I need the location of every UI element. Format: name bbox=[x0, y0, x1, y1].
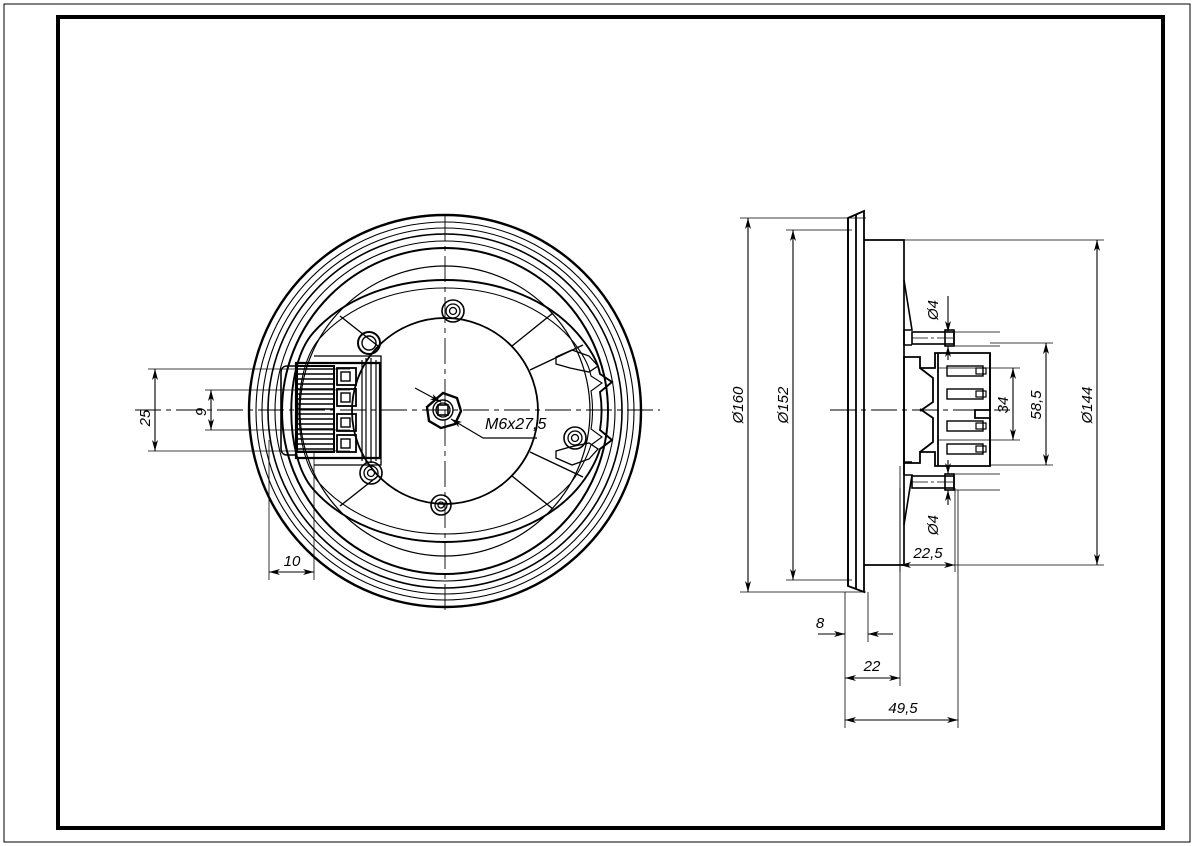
terminal-pads bbox=[336, 367, 357, 453]
dim-dia-144-label: Ø144 bbox=[1079, 387, 1096, 425]
dim-dia-4-bottom-label: Ø4 bbox=[925, 515, 942, 536]
dim-10: 10 bbox=[269, 553, 314, 575]
dim-dia-4-top-label: Ø4 bbox=[925, 300, 942, 321]
lobe-pockets bbox=[555, 349, 599, 466]
terminal-rails bbox=[361, 358, 377, 463]
dim-dia-160: Ø160 bbox=[730, 218, 751, 592]
dim-58-5-label: 58,5 bbox=[1028, 390, 1045, 420]
dim-25: 25 bbox=[137, 369, 158, 451]
dim-25-label: 25 bbox=[137, 409, 154, 427]
hub-plate-outline bbox=[290, 279, 614, 543]
dim-8-label: 8 bbox=[816, 615, 825, 632]
dim-34-label: 34 bbox=[995, 397, 1012, 414]
bolt-boss-lower-center bbox=[430, 494, 452, 516]
bolt-boss-top bbox=[441, 299, 465, 323]
dim-dia-152-label: Ø152 bbox=[775, 386, 792, 424]
dim-9-label: 9 bbox=[193, 407, 210, 416]
bolt-boss-right bbox=[563, 426, 587, 450]
dim-49-5-label: 49,5 bbox=[888, 700, 918, 717]
thread-label: M6x27,5 bbox=[485, 416, 546, 433]
pin-1 bbox=[946, 365, 987, 377]
bolt-bosses bbox=[357, 299, 587, 516]
dim-58-5: 58,5 bbox=[1028, 343, 1049, 465]
connector-body bbox=[903, 352, 991, 467]
front-view-centerlines bbox=[135, 215, 660, 612]
dim-22: 22 bbox=[845, 658, 900, 681]
bolt-boss-left bbox=[357, 331, 381, 355]
dim-dia-4-bottom: Ø4 bbox=[925, 460, 951, 536]
dim-34: 34 bbox=[995, 368, 1016, 440]
pin-4 bbox=[946, 443, 987, 455]
dim-9: 9 bbox=[193, 390, 214, 430]
dim-22-label: 22 bbox=[863, 658, 881, 675]
side-view: Ø160 Ø152 Ø144 58,5 34 Ø4 bbox=[730, 209, 1104, 728]
dim-dia-160-label: Ø160 bbox=[730, 386, 747, 424]
dim-22-5: 22,5 bbox=[900, 545, 955, 568]
body-plate bbox=[864, 239, 905, 566]
connector-pins bbox=[946, 365, 987, 455]
flange-plate bbox=[847, 209, 865, 594]
terminal-block bbox=[280, 355, 382, 466]
outer-border bbox=[3, 3, 1191, 843]
inner-frame bbox=[56, 15, 1165, 830]
pin-3 bbox=[946, 420, 987, 432]
thread-leader bbox=[414, 387, 537, 439]
side-dim-extension-lines bbox=[740, 217, 1104, 728]
outer-rings bbox=[247, 213, 643, 609]
dim-dia-152: Ø152 bbox=[775, 230, 796, 580]
fin-block-frame bbox=[296, 365, 335, 453]
center-hex-hub bbox=[425, 391, 463, 430]
dim-dia-4-top: Ø4 bbox=[925, 296, 951, 360]
pin-2 bbox=[946, 388, 987, 400]
dim-10-label: 10 bbox=[284, 553, 301, 570]
dim-22-5-label: 22,5 bbox=[912, 545, 943, 562]
dim-dia-144: Ø144 bbox=[1079, 240, 1100, 565]
dim-8: 8 bbox=[816, 615, 893, 637]
dim-49-5: 49,5 bbox=[845, 700, 958, 723]
front-view: M6x27,5 bbox=[135, 213, 660, 612]
front-dim-extension-lines bbox=[148, 368, 350, 580]
hub-plate-inner-offset bbox=[298, 287, 603, 535]
